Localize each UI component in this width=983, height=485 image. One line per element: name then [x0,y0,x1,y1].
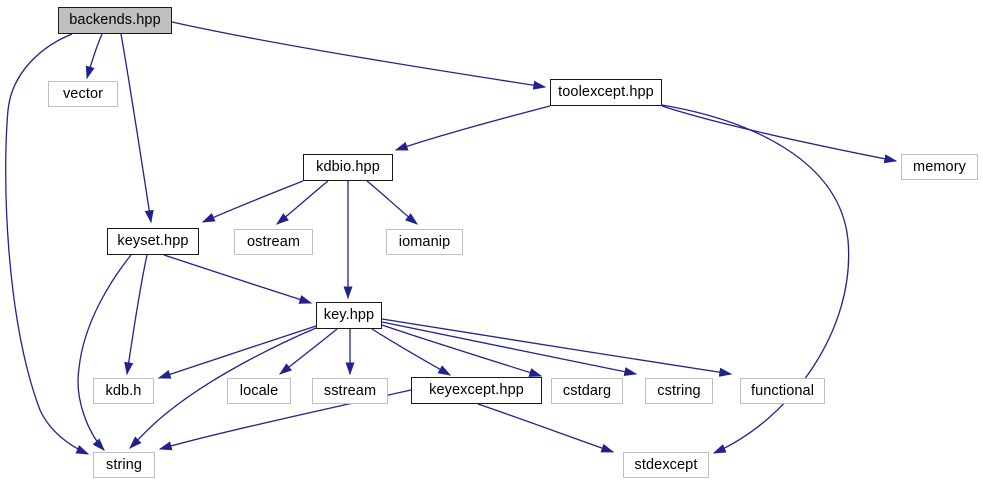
graph-node-label: vector [62,85,104,102]
graph-node-stdexcept[interactable]: stdexcept [623,452,709,478]
graph-node-label: functional [750,382,815,399]
graph-node-label: keyset.hpp [117,233,189,250]
edge-toolexcept-to-stdexcept [661,104,850,454]
graph-node-key[interactable]: key.hpp [316,302,382,329]
edge-toolexcept-to-memory [661,105,898,164]
graph-node-iomanip[interactable]: iomanip [386,229,463,255]
edge-backends-to-vector [85,33,103,80]
edge-keyset-to-kdbh [124,254,148,376]
graph-node-kdbio[interactable]: kdbio.hpp [303,154,393,181]
graph-node-label: stdexcept [634,456,698,473]
edge-key-to-kdbh [157,325,317,379]
graph-node-ostream[interactable]: ostream [234,229,313,255]
graph-node-vector[interactable]: vector [48,81,118,107]
graph-node-kdbh[interactable]: kdb.h [93,378,154,404]
edge-keyexcept-to-stdexcept [477,403,615,453]
edge-key-to-keyexcept [371,328,452,376]
edge-backends-to-keyset [120,33,154,224]
graph-node-label: sstream [323,382,377,399]
edge-keyset-to-string [77,254,132,451]
edge-keyset-to-key [163,254,313,304]
graph-node-cstring[interactable]: cstring [645,378,713,404]
edge-backends-to-toolexcept [171,21,547,90]
graph-node-label: ostream [246,233,301,250]
graph-node-keyset[interactable]: keyset.hpp [107,228,199,255]
edge-key-to-cstring [381,321,638,377]
edge-kdbio-to-ostream [275,180,329,225]
graph-node-label: kdbio.hpp [316,159,380,176]
edge-key-to-string [129,327,317,449]
edge-key-to-functional [381,318,733,377]
edges-group [5,21,898,455]
graph-node-sstream[interactable]: sstream [312,378,388,404]
edge-toolexcept-to-kdbio [394,105,551,151]
edge-key-to-cstdarg [381,324,543,377]
graph-node-string[interactable]: string [93,452,155,478]
graph-node-label: memory [913,158,966,175]
graph-node-cstdarg[interactable]: cstdarg [551,378,623,404]
graph-node-label: backends.hpp [69,12,161,29]
graph-node-label: toolexcept.hpp [558,84,654,101]
graph-node-label: string [105,456,143,473]
graph-node-keyexcept[interactable]: keyexcept.hpp [411,377,542,404]
edge-backends-to-string [5,33,90,455]
graph-node-label: locale [239,382,279,399]
graph-node-toolexcept[interactable]: toolexcept.hpp [550,79,662,106]
edge-kdbio-to-keyset [201,180,304,223]
graph-node-backends[interactable]: backends.hpp [58,7,172,34]
graph-node-label: keyexcept.hpp [429,382,524,399]
graph-node-label: key.hpp [323,307,375,324]
graph-node-locale[interactable]: locale [227,378,291,404]
graph-node-label: cstring [657,382,701,399]
edge-kdbio-to-iomanip [366,180,419,225]
graph-node-label: kdb.h [105,382,142,399]
graph-node-label: cstdarg [562,382,612,399]
graph-node-label: iomanip [398,233,451,250]
graph-node-memory[interactable]: memory [901,154,978,180]
graph-node-functional[interactable]: functional [740,378,825,404]
edge-key-to-locale [278,328,338,375]
